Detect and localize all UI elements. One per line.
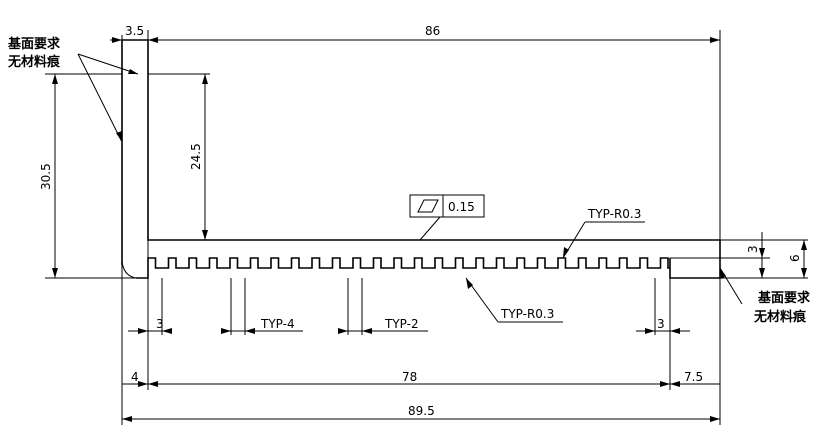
arrow — [128, 69, 138, 74]
dim-fin-gap-text: 3 — [156, 317, 164, 331]
dim-base-height-text: 6 — [788, 254, 802, 262]
note-bottom-right-line1: 基面要求 — [757, 290, 811, 306]
note-top-left-line1: 基面要求 — [7, 36, 61, 52]
leader-flatness — [419, 216, 441, 241]
arrow — [660, 381, 670, 387]
arrow — [801, 240, 807, 250]
dim-left-height-text: 30.5 — [39, 163, 53, 190]
arrow — [202, 74, 208, 84]
arrow — [116, 131, 122, 142]
flatness-value: 0.15 — [448, 200, 475, 214]
dim-top-offset-text: 3.5 — [125, 24, 144, 38]
dim-inner-height-text: 24.5 — [189, 143, 203, 170]
note-top-left-line2: 无材料痕 — [7, 54, 61, 70]
flatness-frame-box — [409, 194, 485, 218]
arrow — [670, 328, 680, 334]
arrow — [466, 278, 473, 289]
dimension-texts: 3.5 86 30.5 24.5 3 6 3 TYP-4 TYP-2 3 4 7… — [39, 24, 802, 418]
arrow — [710, 37, 720, 43]
arrow — [759, 268, 765, 278]
extension-lines — [45, 30, 808, 425]
arrow — [148, 37, 158, 43]
dim-fin-gap-right-text: 3 — [657, 317, 665, 331]
arrow — [138, 381, 148, 387]
bottom-left-fillet — [121, 261, 137, 279]
flatness-control-frame: 0.15 — [409, 194, 485, 218]
arrow — [52, 268, 58, 278]
dim-overall-width-text: 89.5 — [408, 404, 435, 418]
arrow — [138, 328, 148, 334]
typ-radius-top-text: TYP-R0.3 — [587, 207, 641, 221]
leader-note-tl-a — [77, 53, 123, 143]
arrow — [801, 268, 807, 278]
arrow — [710, 416, 720, 422]
notes: 基面要求 无材料痕 基面要求 无材料痕 — [7, 36, 811, 325]
arrow — [162, 328, 172, 334]
dim-right-margin-text: 7.5 — [684, 370, 703, 384]
arrow — [759, 248, 765, 258]
dim-fin-span-text: 78 — [402, 370, 417, 384]
arrow — [245, 328, 255, 334]
leader-note-tl-b — [77, 53, 139, 75]
arrow — [221, 328, 231, 334]
typ-radius-bottom-text: TYP-R0.3 — [500, 307, 554, 321]
flatness-parallelogram-icon — [417, 199, 439, 213]
arrow — [122, 416, 132, 422]
dim-left-margin-text: 4 — [131, 370, 139, 384]
arrow — [148, 381, 158, 387]
arrow — [720, 268, 726, 279]
fin-row — [136, 257, 720, 279]
arrow — [563, 247, 569, 258]
dimension-lines — [52, 37, 807, 422]
typ-fin-width-text: TYP-2 — [384, 317, 419, 331]
arrow — [338, 328, 348, 334]
dim-fin-height-text: 3 — [746, 245, 760, 253]
part-outline — [121, 39, 721, 279]
typ-pitch-text: TYP-4 — [260, 317, 295, 331]
arrow — [202, 230, 208, 240]
arrow — [52, 74, 58, 84]
arrow — [645, 328, 655, 334]
arrow — [112, 37, 122, 43]
note-bottom-right-line2: 无材料痕 — [753, 309, 807, 325]
arrow — [670, 381, 680, 387]
dim-top-width-text: 86 — [425, 24, 440, 38]
base-top-edge — [147, 238, 720, 241]
arrow — [362, 328, 372, 334]
leaders — [77, 53, 743, 323]
